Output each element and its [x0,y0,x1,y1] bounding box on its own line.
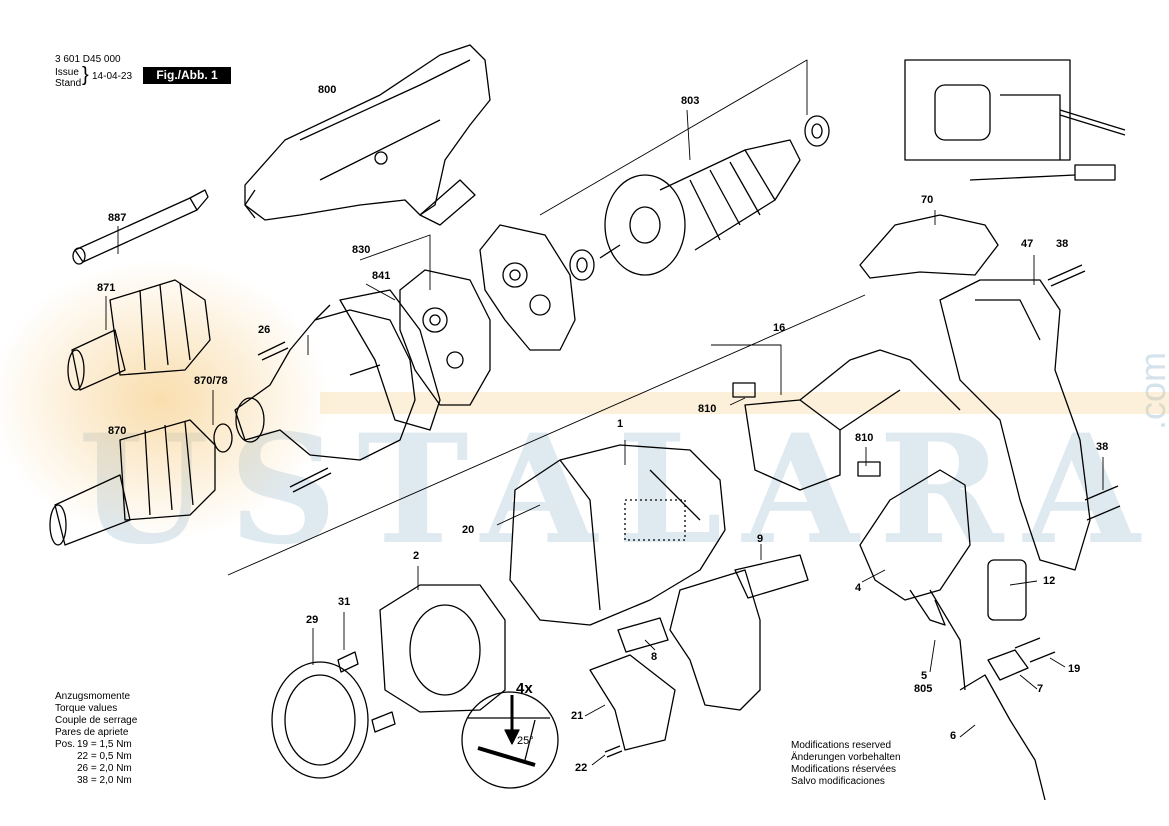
callout-38-side: 38 [1096,441,1109,453]
callout-841: 841 [372,270,391,282]
callout-6: 6 [950,730,957,742]
modifications-line-3: Modifications réservées [791,764,897,775]
callout-26: 26 [258,324,271,336]
cable-6-shape [959,674,1046,801]
callout-47: 47 [1021,238,1034,250]
torque-pos-label: Pos. [55,739,76,750]
callout-2: 2 [413,550,420,562]
stator-2-shape [379,584,506,713]
issue-label: Issue [55,67,79,78]
callout-22: 22 [575,762,588,774]
callout-8: 8 [651,651,658,663]
callout-20: 20 [462,524,475,536]
bearing-plate-shape [399,269,491,406]
callout-1: 1 [617,418,624,430]
screw-38a-shape [1047,264,1086,287]
callout-12: 12 [1043,575,1056,587]
wiring-diagram-shape [904,59,1126,181]
callout-830: 830 [352,244,371,256]
callout-29: 29 [306,614,319,626]
torque-value-19: 19 = 1,5 Nm [77,739,132,750]
callout-5: 5 [921,670,928,682]
callout-887: 887 [108,212,127,224]
belt-clip-21-shape [589,654,676,751]
modifications-line-1: Modifications reserved [791,740,892,751]
torque-value-38: 38 = 2,0 Nm [77,775,132,786]
torque-value-22: 22 = 0,5 Nm [77,751,132,762]
callout-803: 803 [681,95,700,107]
callout-4x: 4x [516,680,533,697]
torque-line-2: Torque values [55,703,118,714]
callout-870: 870 [108,425,127,437]
screw-22-shape [604,745,623,758]
armature-shape [599,139,801,276]
label-8-shape [617,617,669,653]
screw-19-shape [1014,637,1056,663]
callout-19: 19 [1068,663,1081,675]
callout-25-deg: 25° [517,735,534,747]
callout-21: 21 [571,710,584,722]
nose-871-shape [67,279,211,391]
glow-shape [0,260,330,540]
callout-38-top: 38 [1056,238,1069,250]
callout-871: 871 [97,282,116,294]
gasket-841-shape [339,289,441,431]
cable-lead-shape [929,589,966,691]
callout-31: 31 [338,596,351,608]
brush-810a-shape [732,382,756,398]
pins-31-shape [337,651,396,733]
bit-holder-887-shape [72,189,209,265]
screw-lower-shape [289,467,332,493]
plate-9-shape [734,554,809,599]
callout-9: 9 [757,533,764,545]
callout-810-right: 810 [855,432,874,444]
brush-810b-shape [857,461,881,477]
clamp-7-shape [987,649,1029,681]
callout-870-78: 870/78 [194,375,228,387]
modifications-line-2: Änderungen vorbehalten [791,752,901,763]
gear-housing-830-shape [234,304,416,461]
part-number: 3 601 D45 000 [55,54,121,65]
leader-lines [105,59,1104,766]
stand-label: Stand [55,78,82,89]
torque-line-3: Couple de serrage [55,715,138,726]
torque-line-1: Anzugsmomente [55,691,131,702]
brush-ring-29-shape [271,661,369,779]
issue-date: 14-04-23 [92,71,133,82]
figure-label: Fig./Abb. 1 [143,67,231,84]
bearing-rings-shape [569,115,830,281]
screw-38b-shape [1084,485,1121,521]
callout-805: 805 [914,683,933,695]
handle-half-47-shape [939,279,1091,571]
callout-7: 7 [1037,683,1044,695]
callout-16: 16 [773,322,786,334]
torque-value-26: 26 = 2,0 Nm [77,763,132,774]
callout-810-left: 810 [698,403,717,415]
capacitor-12-shape [987,559,1027,621]
attachment-800-shape [244,44,491,226]
housing-1-shape [509,444,726,626]
callout-4: 4 [855,582,862,594]
callout-70: 70 [921,194,934,206]
cover-70-shape [859,214,999,279]
screw-26-shape [257,341,289,361]
handle-shape [669,569,761,711]
modifications-line-4: Salvo modificaciones [791,776,885,787]
switch-4-shape [859,469,971,626]
callout-800: 800 [318,84,337,96]
nose-870-shape [49,419,216,546]
brace-icon: } [82,64,89,86]
inset-circle-shape [461,691,559,789]
glow-band [320,392,1169,414]
brush-holder-16-shape [744,349,961,491]
torque-line-4: Pares de apriete [55,727,129,738]
ring-870-78-shape [213,423,233,453]
end-shield-shape [479,224,576,351]
